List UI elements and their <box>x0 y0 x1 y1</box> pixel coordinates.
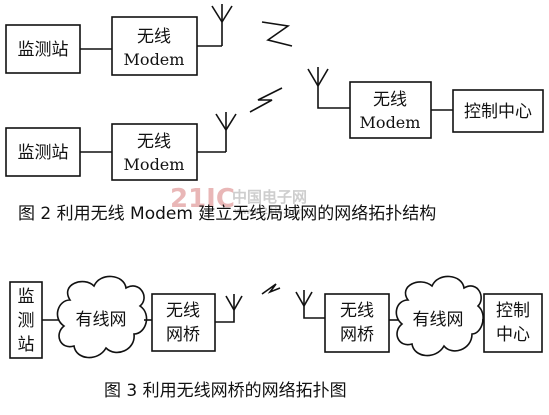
wireless-signal-icon <box>261 21 293 47</box>
wireless-modem-label-bottom-2: Modem <box>124 155 185 174</box>
control-center-box <box>452 89 544 133</box>
monitoring-station-label-top: 监测站 <box>18 40 69 60</box>
link-line <box>215 310 235 323</box>
antenna-icon <box>307 67 329 87</box>
wireless-bridge-label-left-1: 无线 <box>166 301 200 321</box>
figure-3-caption: 图 3 利用无线网桥的网络拓扑图 <box>104 381 347 401</box>
wireless-modem-label-center-1: 无线 <box>373 90 407 110</box>
wired-network-cloud-right <box>395 275 484 357</box>
antenna-icon <box>211 4 233 23</box>
wireless-bridge-box-right <box>324 293 390 353</box>
antenna-icon <box>225 294 243 311</box>
control-center-box <box>483 293 543 353</box>
svg-text:www.21ic.com: www.21ic.com <box>234 207 307 217</box>
antenna-icon <box>295 290 313 307</box>
figure-2-caption: 图 2 利用无线 Modem 建立无线局域网的网络拓扑结构 <box>18 204 436 224</box>
wired-network-label-right: 有线网 <box>413 310 464 330</box>
monitoring-station-box <box>9 281 43 359</box>
monitoring-station-box-top <box>5 24 81 74</box>
monitoring-station-box-bottom <box>5 127 81 177</box>
svg-text:21IC: 21IC <box>170 184 235 214</box>
wireless-modem-label-center-2: Modem <box>360 113 421 132</box>
wired-network-cloud-left <box>56 275 148 359</box>
monitoring-station-label-bottom: 监测站 <box>18 143 69 163</box>
wireless-modem-box-top <box>111 16 198 76</box>
wireless-modem-label-top-2: Modem <box>124 50 185 69</box>
watermark-logo: 21IC 中国电子网 www.21ic.com <box>170 184 307 217</box>
wired-network-label-left: 有线网 <box>76 310 127 330</box>
wireless-bridge-label-right-1: 无线 <box>340 301 374 321</box>
wireless-bridge-label-right-2: 网桥 <box>340 325 374 345</box>
link-line <box>303 306 325 319</box>
wireless-signal-icon <box>261 283 281 295</box>
control-center-label: 控制中心 <box>464 102 532 122</box>
monitoring-station-label: 监测站 <box>18 287 35 355</box>
wireless-modem-box-center <box>349 81 432 139</box>
link-line <box>317 86 350 109</box>
wireless-signal-icon <box>249 87 283 113</box>
wireless-bridge-label-left-2: 网桥 <box>166 325 200 345</box>
figure-2: 监测站 无线 Modem 监测站 无线 Modem <box>5 4 544 224</box>
figure-3: 监测站 有线网 无线 网桥 无线 网桥 有线网 <box>9 275 543 401</box>
control-center-label-2: 中心 <box>496 325 530 345</box>
svg-text:中国电子网: 中国电子网 <box>232 188 307 206</box>
control-center-label-1: 控制 <box>496 301 530 321</box>
wireless-modem-label-bottom-1: 无线 <box>137 132 171 152</box>
antenna-icon <box>215 112 237 131</box>
wireless-modem-label-top-1: 无线 <box>137 27 171 47</box>
